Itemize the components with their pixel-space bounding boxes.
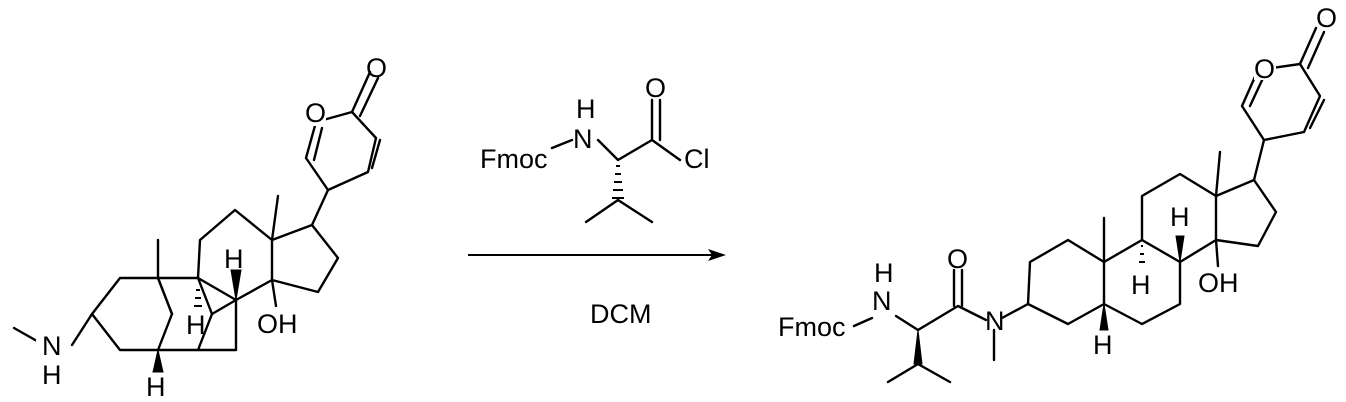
reaction-arrow [468, 249, 726, 261]
reactant-h-c5-label: H [146, 372, 166, 402]
product-h-c9-label: H [1131, 270, 1151, 300]
product-fmoc-label: Fmoc [778, 312, 846, 342]
product-amide-n-label: N [985, 306, 1005, 336]
reagent-nh-h-label: H [576, 94, 596, 124]
reactant-carbonyl-oxygen-label: O [366, 53, 387, 83]
reagent-cl-label: Cl [684, 144, 710, 174]
reactant-amine-h-label: H [42, 360, 62, 390]
reactant-amine-n-label: N [42, 331, 62, 361]
product-molecule: O O Fmoc N H O N OH H H H [778, 3, 1337, 382]
reagent-fmoc-label: Fmoc [480, 144, 548, 174]
product-nh-n-label: N [872, 286, 892, 316]
reactant-ring-oxygen-label: O [305, 98, 326, 128]
product-oh-label: OH [1198, 268, 1239, 298]
product-h-c8-label: H [1170, 202, 1190, 232]
reactant-molecule: O O N H OH H H H [14, 53, 387, 402]
reactant-oh-label: OH [257, 309, 298, 339]
reagent-nh-n-label: N [573, 124, 593, 154]
product-carbonyl-oxygen-label: O [1316, 3, 1337, 33]
reactant-h-c9-label: H [186, 310, 206, 340]
solvent-label: DCM [590, 299, 652, 329]
reagent-carbonyl-o-label: O [645, 73, 666, 103]
reactant-h-c8-label: H [224, 244, 244, 274]
product-nh-h-label: H [874, 258, 894, 288]
reagent-acid-chloride: Fmoc N H O Cl [480, 73, 710, 222]
product-amide-o-label: O [947, 244, 968, 274]
product-h-c5-label: H [1093, 330, 1113, 360]
product-ring-oxygen-label: O [1254, 54, 1275, 84]
